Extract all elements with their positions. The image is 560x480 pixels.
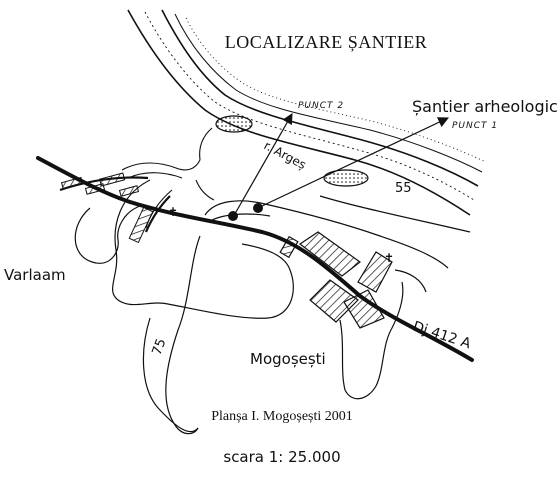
point-2-label: PUNCT 2 (298, 101, 344, 111)
church-icon: ✝ (384, 251, 394, 265)
site-point-2 (228, 211, 238, 221)
site-point-1 (253, 203, 263, 213)
arrow-to-point-2-label (235, 113, 293, 213)
place-label-varlaam: Varlaam (4, 266, 66, 284)
contour-line-55 (319, 195, 471, 233)
map-title: LOCALIZARE ȘANTIER (225, 32, 427, 52)
church-icon: ✝ (168, 205, 178, 219)
road-dj412a (36, 156, 474, 362)
point-1-label: PUNCT 1 (452, 121, 498, 131)
contour-label-55: 55 (395, 181, 412, 196)
site-label: Șantier arheologic (412, 97, 558, 116)
plate-caption: Planșa I. Mogoșești 2001 (211, 409, 353, 424)
road-label: Dj 412 A (411, 319, 473, 353)
terrain-contours (74, 179, 449, 435)
settlement-mogosesti (279, 231, 393, 329)
river-arges (127, 9, 487, 216)
river-island-east (323, 169, 369, 187)
arrow-to-site-label (261, 117, 449, 207)
contour-label-75: 75 (150, 337, 170, 358)
road-branch-south (144, 195, 171, 233)
map-scale: scara 1: 25.000 (223, 448, 340, 466)
settlement-varlaam (60, 172, 154, 244)
place-label-mogosesti: Mogoșești (250, 350, 326, 368)
river-island-north (215, 115, 253, 133)
